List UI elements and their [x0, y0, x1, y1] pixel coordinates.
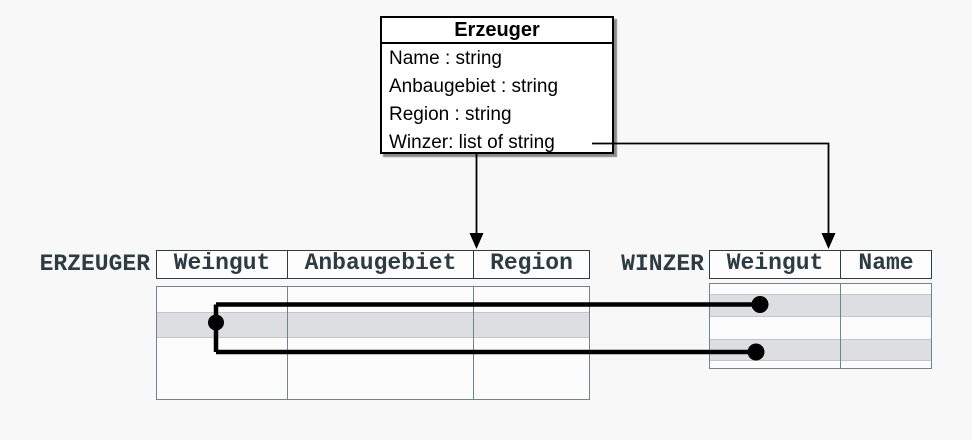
- class-title: Erzeuger: [382, 18, 612, 44]
- class-box-erzeuger: Erzeuger Name : string Anbaugebiet : str…: [380, 16, 614, 154]
- attribute-name: Name : string: [389, 48, 502, 69]
- erzeuger-column-divider-1: [287, 287, 288, 399]
- erzeuger-header-row: Weingut Anbaugebiet Region: [156, 250, 590, 279]
- erzeuger-column-divider-2: [473, 287, 474, 399]
- winzer-header-row: Weingut Name: [709, 250, 932, 279]
- erzeuger-col-weingut: Weingut: [157, 251, 288, 278]
- erzeuger-col-region: Region: [490, 251, 573, 276]
- table-label-winzer: WINZER: [621, 251, 704, 277]
- erzeuger-highlighted-row: [157, 312, 589, 338]
- winzer-col-weingut: Weingut: [710, 251, 841, 278]
- erzeuger-table-body: [156, 286, 590, 400]
- table-label-erzeuger: ERZEUGER: [39, 251, 150, 277]
- winzer-col-name: Name: [858, 251, 914, 276]
- class-attributes: Name : string Anbaugebiet : string Regio…: [382, 44, 612, 157]
- erzeuger-col-anbaugebiet: Anbaugebiet: [288, 251, 474, 278]
- winzer-highlighted-row-1: [710, 294, 931, 317]
- arrow-winzer-attr-to-winzer: [592, 142, 830, 234]
- attribute-winzer: Winzer: list of string: [389, 132, 555, 153]
- arrowhead-down-icon: [821, 233, 836, 249]
- attribute-region: Region : string: [389, 104, 512, 125]
- arrowhead-down-icon: [469, 233, 484, 249]
- winzer-table-body: [709, 283, 932, 369]
- winzer-column-divider-1: [840, 284, 841, 368]
- attribute-anbaugebiet: Anbaugebiet : string: [389, 76, 559, 97]
- winzer-highlighted-row-2: [710, 339, 931, 361]
